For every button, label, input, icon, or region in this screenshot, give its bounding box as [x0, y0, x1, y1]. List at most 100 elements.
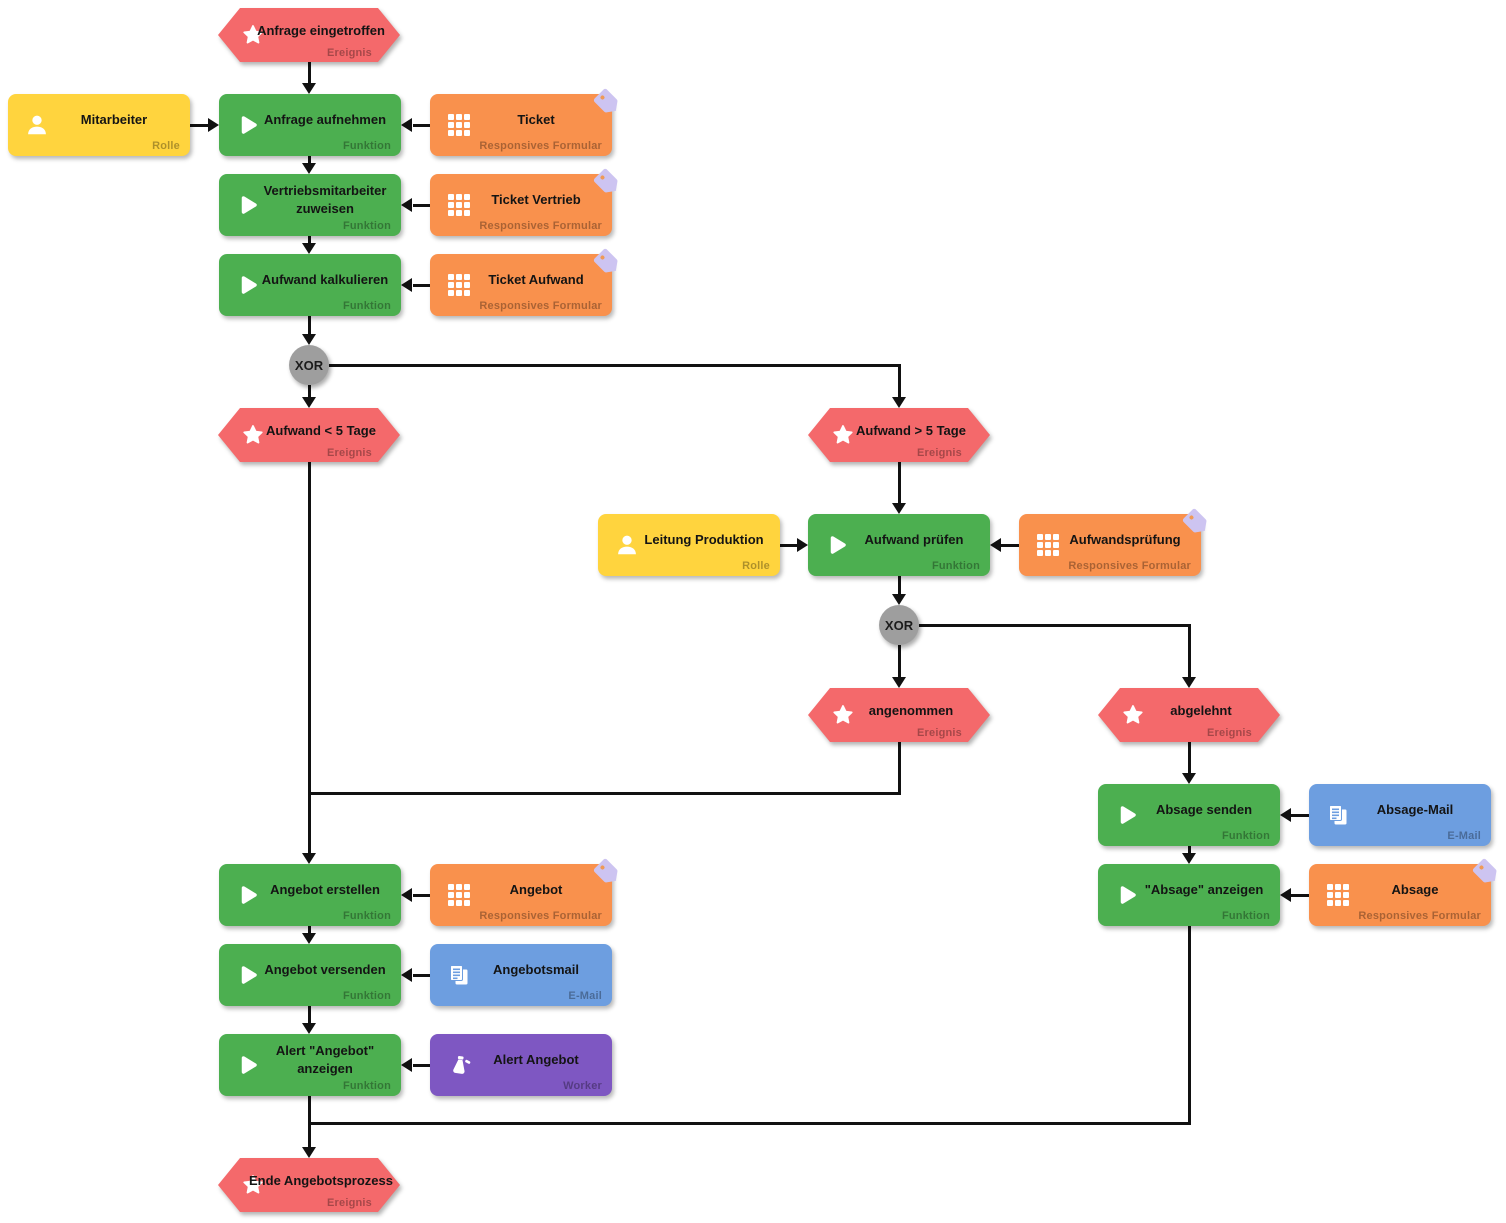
edge — [413, 284, 430, 287]
node-type-label: Worker — [563, 1080, 602, 1092]
edge — [190, 124, 208, 127]
node-label: Anfrage aufnehmen — [263, 111, 387, 127]
role-mitarbeiter[interactable]: Mitarbeiter Rolle — [8, 94, 190, 156]
arrowhead-left — [1280, 888, 1291, 902]
arrowhead-right — [208, 118, 219, 132]
arrowhead-down — [892, 397, 906, 408]
tag-icon — [1181, 507, 1212, 542]
arrowhead-down — [1182, 853, 1196, 864]
edge — [413, 124, 430, 127]
arrowhead-down — [892, 677, 906, 688]
role-leitung-produktion[interactable]: Leitung Produktion Rolle — [598, 514, 780, 576]
edge — [1001, 544, 1019, 547]
tag-icon — [1471, 857, 1502, 892]
edge — [308, 236, 311, 243]
node-type-label: E-Mail — [568, 990, 602, 1002]
node-label: angenommen — [868, 703, 954, 719]
function-angebot-erstellen[interactable]: Angebot erstellen Funktion — [219, 864, 401, 926]
form-angebot[interactable]: Angebot Responsives Formular — [430, 857, 623, 926]
function-alert-angebot-anzeigen[interactable]: Alert "Angebot" anzeigen Funktion — [219, 1034, 401, 1096]
arrowhead-left — [401, 888, 412, 902]
node-label: abgelehnt — [1170, 703, 1232, 719]
star-icon — [242, 424, 264, 446]
arrowhead-down — [302, 163, 316, 174]
arrowhead-down — [302, 933, 316, 944]
node-label: Angebot versenden — [264, 961, 386, 977]
event-anfrage-eingetroffen[interactable]: Anfrage eingetroffen Ereignis — [218, 8, 400, 62]
xor-gateway-1[interactable]: XOR — [289, 345, 329, 385]
function-aufwand-kalkulieren[interactable]: Aufwand kalkulieren Funktion — [219, 254, 401, 316]
node-type-label: Ereignis — [1206, 727, 1252, 739]
arrowhead-right — [797, 538, 808, 552]
edge — [898, 645, 901, 677]
event-angenommen[interactable]: angenommen Ereignis — [808, 688, 990, 742]
node-label: Aufwand > 5 Tage — [856, 423, 966, 439]
event-ende-angebotsprozess[interactable]: Ende Angebotsprozess Ereignis — [218, 1158, 400, 1212]
form-absage[interactable]: Absage Responsives Formular — [1309, 857, 1502, 926]
form-ticket-vertrieb[interactable]: Ticket Vertrieb Responsives Formular — [430, 167, 623, 236]
node-label: Ende Angebotsprozess — [249, 1173, 393, 1189]
node-type-label: Funktion — [342, 300, 391, 312]
node-type-label: Rolle — [742, 560, 770, 572]
arrowhead-left — [401, 968, 412, 982]
gateway-label: XOR — [294, 357, 324, 373]
worker-alert-angebot[interactable]: Alert Angebot Worker — [430, 1034, 612, 1096]
function-anfrage-aufnehmen[interactable]: Anfrage aufnehmen Funktion — [219, 94, 401, 156]
edge — [1188, 742, 1191, 773]
arrowhead-down — [892, 503, 906, 514]
tag-icon — [592, 247, 623, 282]
node-type-label: Funktion — [342, 1080, 391, 1092]
node-type-label: Responsives Formular — [479, 140, 602, 152]
edge — [898, 742, 901, 795]
node-type-label: E-Mail — [1447, 830, 1481, 842]
node-label: Aufwand prüfen — [864, 531, 964, 547]
arrowhead-left — [1280, 808, 1291, 822]
function-aufwand-pruefen[interactable]: Aufwand prüfen Funktion — [808, 514, 990, 576]
node-type-label: Funktion — [931, 560, 980, 572]
node-type-label: Ereignis — [916, 727, 962, 739]
edge — [413, 974, 430, 977]
node-label: Anfrage eingetroffen — [257, 23, 385, 39]
email-absage-mail[interactable]: Absage-Mail E-Mail — [1309, 784, 1491, 846]
edge — [308, 316, 311, 334]
edge — [308, 156, 311, 163]
function-absage-senden[interactable]: Absage senden Funktion — [1098, 784, 1280, 846]
arrowhead-down — [1182, 773, 1196, 784]
edge — [413, 204, 430, 207]
function-vertriebsmitarbeiter-zuweisen[interactable]: Vertriebsmitarbeiter zuweisen Funktion — [219, 174, 401, 236]
arrowhead-left — [401, 118, 412, 132]
node-type-label: Funktion — [342, 140, 391, 152]
email-angebotsmail[interactable]: Angebotsmail E-Mail — [430, 944, 612, 1006]
xor-gateway-2[interactable]: XOR — [879, 605, 919, 645]
node-type-label: Funktion — [342, 220, 391, 232]
edge — [308, 792, 901, 795]
edge — [1188, 926, 1191, 1125]
function-angebot-versenden[interactable]: Angebot versenden Funktion — [219, 944, 401, 1006]
edge — [308, 1006, 311, 1023]
node-type-label: Responsives Formular — [479, 220, 602, 232]
star-icon — [832, 424, 854, 446]
edge — [919, 624, 1191, 627]
star-icon — [1122, 704, 1144, 726]
event-abgelehnt[interactable]: abgelehnt Ereignis — [1098, 688, 1280, 742]
node-label: Alert Angebot — [493, 1051, 579, 1067]
node-label: Aufwand < 5 Tage — [266, 423, 376, 439]
tag-icon — [592, 87, 623, 122]
function-absage-anzeigen[interactable]: "Absage" anzeigen Funktion — [1098, 864, 1280, 926]
node-type-label: Funktion — [1221, 910, 1270, 922]
edge — [308, 926, 311, 933]
event-aufwand-gt-5-tage[interactable]: Aufwand > 5 Tage Ereignis — [808, 408, 990, 462]
arrowhead-down — [1182, 677, 1196, 688]
node-type-label: Ereignis — [916, 447, 962, 459]
edge — [898, 364, 901, 397]
form-aufwandspruefung[interactable]: Aufwandsprüfung Responsives Formular — [1019, 507, 1212, 576]
form-ticket[interactable]: Ticket Responsives Formular — [430, 87, 623, 156]
form-ticket-aufwand[interactable]: Ticket Aufwand Responsives Formular — [430, 247, 623, 316]
edge — [1291, 894, 1309, 897]
star-icon — [832, 704, 854, 726]
event-aufwand-lt-5-tage[interactable]: Aufwand < 5 Tage Ereignis — [218, 408, 400, 462]
node-type-label: Responsives Formular — [479, 910, 602, 922]
node-label: Ticket Aufwand — [488, 271, 584, 287]
arrowhead-down — [302, 243, 316, 254]
